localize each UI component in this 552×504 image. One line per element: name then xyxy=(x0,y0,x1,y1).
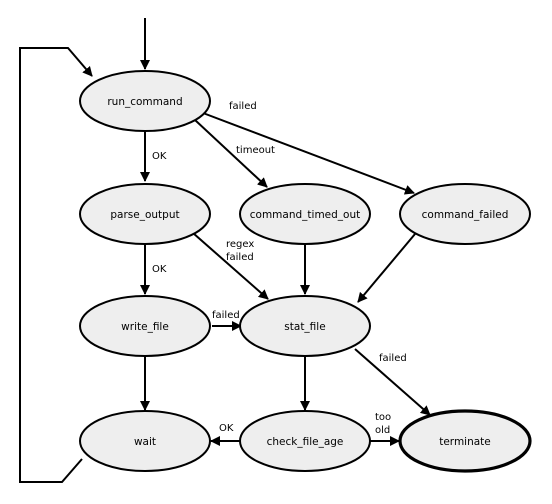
edge-label-too: too xyxy=(375,412,391,423)
edge-wait-to-run-command xyxy=(19,47,93,483)
edge-command-failed-to-stat-file xyxy=(357,233,416,303)
node-label-terminate: terminate xyxy=(439,436,491,448)
edge-label-check-file-age-ok: OK xyxy=(219,423,234,434)
node-parse-output: parse_output xyxy=(79,183,211,245)
node-write-file: write_file xyxy=(79,295,211,357)
edge-label-parse-output-ok: OK xyxy=(152,264,167,275)
edge-label-parse-output-failed: failed xyxy=(226,252,254,263)
node-command-failed: command_failed xyxy=(399,183,531,245)
edges xyxy=(19,18,431,483)
node-label-command-failed: command_failed xyxy=(422,209,509,221)
edge-parse-output-to-stat-file xyxy=(192,232,269,300)
edge-label-run-command-failed: failed xyxy=(229,101,257,112)
edge-run-command-to-command-failed xyxy=(202,112,415,195)
node-label-run-command: run_command xyxy=(107,96,182,108)
edge-run-command-to-command-timed-out xyxy=(194,119,268,188)
edge-label-run-command-timeout: timeout xyxy=(236,145,275,156)
node-label-parse-output: parse_output xyxy=(110,209,179,221)
node-stat-file: stat_file xyxy=(239,295,371,357)
node-check-file-age: check_file_age xyxy=(239,410,371,472)
edge-label-write-file-failed: failed xyxy=(212,310,240,321)
edge-label-run-command-ok: OK xyxy=(152,151,167,162)
edge-label-parse-output-regex: regex xyxy=(226,239,254,250)
node-label-wait: wait xyxy=(134,436,156,448)
node-label-check-file-age: check_file_age xyxy=(267,436,344,448)
node-command-timed-out: command_timed_out xyxy=(239,183,371,245)
node-label-command-timed-out: command_timed_out xyxy=(250,209,361,221)
edge-label-old: old xyxy=(375,425,390,436)
node-label-stat-file: stat_file xyxy=(284,321,325,333)
node-wait: wait xyxy=(79,410,211,472)
node-terminate: terminate xyxy=(398,409,532,473)
node-run-command: run_command xyxy=(79,70,211,132)
edge-labels: OK timeout failed OK regex failed failed… xyxy=(152,101,407,436)
edge-stat-file-to-terminate xyxy=(354,348,431,416)
node-label-write-file: write_file xyxy=(121,321,169,333)
edge-label-stat-file-failed: failed xyxy=(379,353,407,364)
